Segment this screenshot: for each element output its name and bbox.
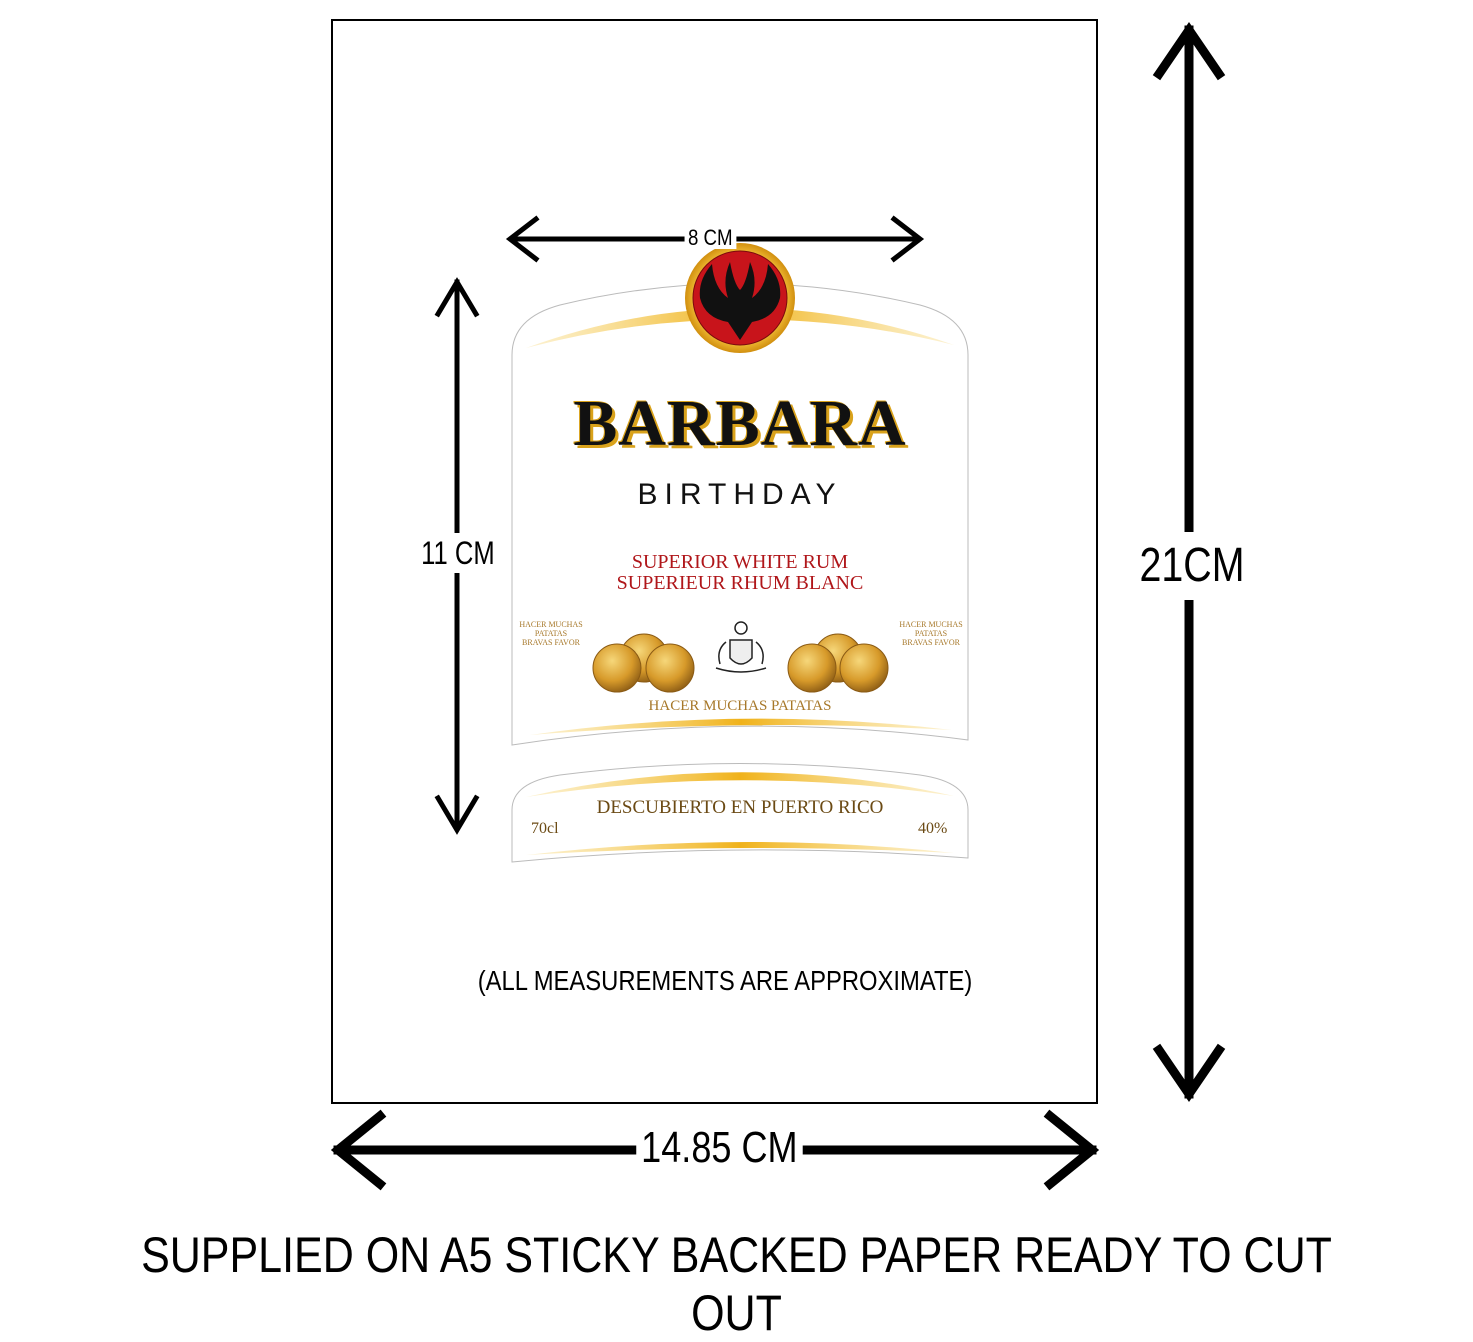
- bat-emblem-icon: [685, 243, 795, 353]
- top-gold-swoosh: [526, 308, 954, 348]
- side-text-right: HACER MUCHAS PATATAS BRAVAS FAVOR: [899, 620, 963, 647]
- gold-coins-icon: [592, 633, 695, 693]
- side-text-left: HACER MUCHAS PATATAS BRAVAS FAVOR: [519, 620, 583, 647]
- label-name: BARBARA: [573, 387, 907, 460]
- supplied-note: SUPPLIED ON A5 STICKY BACKED PAPER READY…: [141, 1227, 1332, 1341]
- diagram-graphics: [330, 22, 1226, 1191]
- main-label-outline: [511, 283, 969, 746]
- bottom-gold-swoosh: [530, 718, 952, 735]
- height-label-11cm: 11 CM: [419, 533, 497, 573]
- a5-sheet: [331, 19, 1098, 1104]
- label-tagline: HACER MUCHAS PATATAS: [648, 698, 832, 714]
- lower-band-top-swoosh: [526, 772, 954, 797]
- label-origin: DESCUBIERTO EN PUERTO RICO: [596, 797, 884, 818]
- label-volume: 70cl: [531, 820, 559, 837]
- width-label-8cm: 8 CM: [684, 227, 737, 249]
- product-line-2: SUPERIEUR RHUM BLANC: [616, 572, 864, 594]
- width-label-1485cm: 14.85 CM: [636, 1126, 803, 1170]
- lower-band-bottom-swoosh: [526, 841, 954, 855]
- product-line-1: SUPERIOR WHITE RUM: [631, 551, 849, 573]
- gold-coins-icon-right: [787, 633, 889, 693]
- lower-band-outline: [511, 763, 969, 863]
- label-abv: 40%: [918, 820, 948, 837]
- coat-of-arms-icon: [715, 621, 767, 673]
- label-occasion: BIRTHDAY: [637, 478, 843, 511]
- height-label-21cm: 21CM: [1139, 532, 1245, 600]
- approximate-note: (ALL MEASUREMENTS ARE APPROXIMATE): [477, 965, 973, 996]
- label-product: SUPERIOR WHITE RUM SUPERIEUR RHUM BLANC: [512, 552, 968, 594]
